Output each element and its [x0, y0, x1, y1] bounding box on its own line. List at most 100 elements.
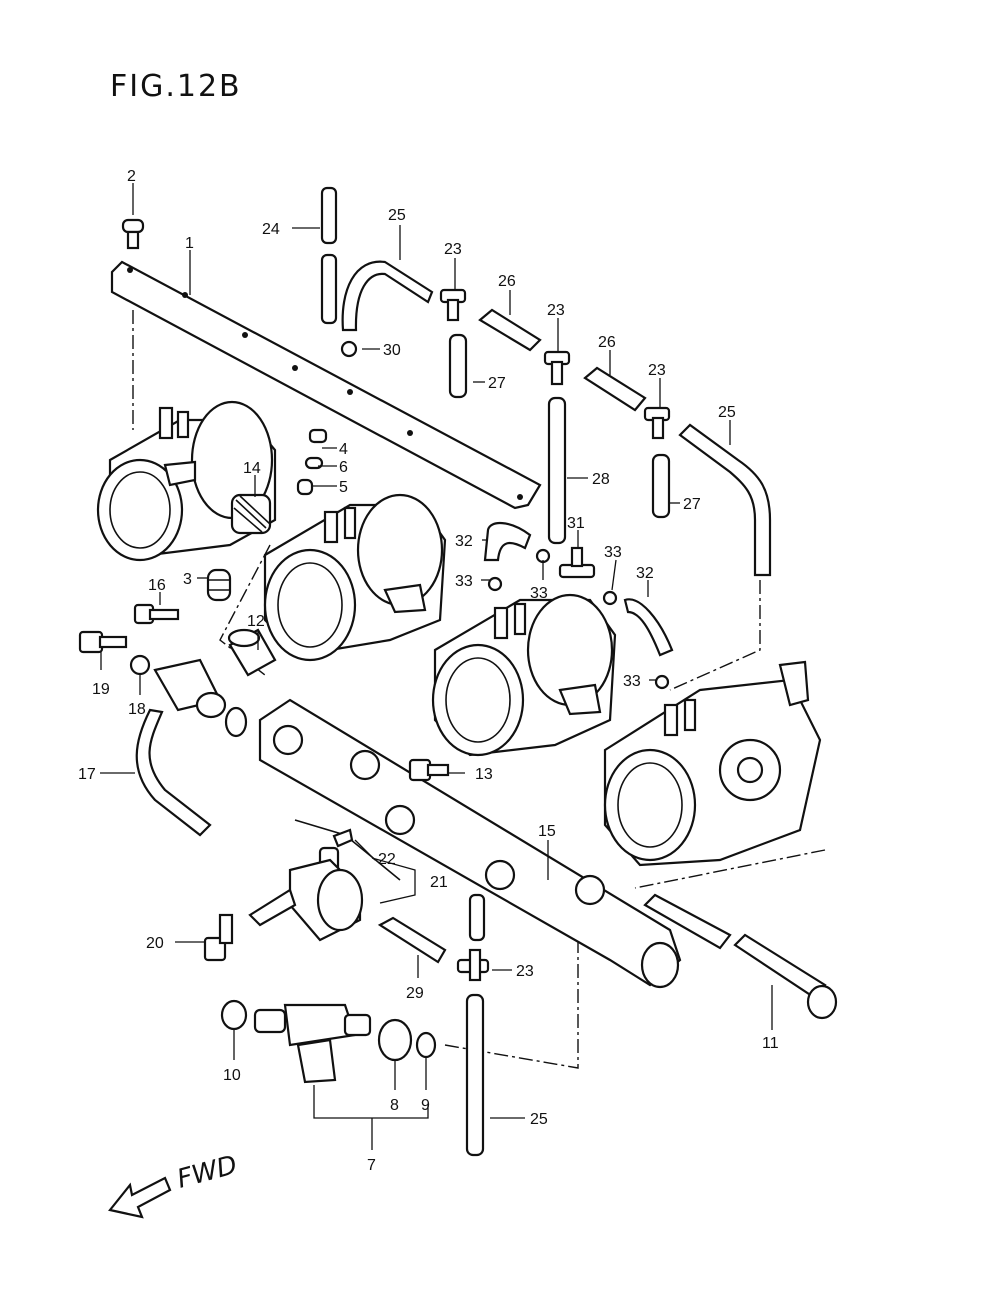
part-10-seal	[220, 999, 248, 1031]
part-23-fitting	[456, 948, 490, 982]
o-ring	[224, 706, 248, 738]
callout-21: 21	[430, 874, 448, 891]
part-22-ring	[332, 828, 354, 848]
throttle-body-4	[603, 660, 822, 867]
part-26-hose	[583, 366, 647, 412]
part-12-collar	[227, 628, 277, 677]
part-16-bolt	[133, 603, 180, 625]
callout-28: 28	[592, 471, 610, 488]
part-1-bracket	[110, 260, 542, 510]
callout-20: 20	[146, 935, 164, 952]
part-23-fitting	[439, 288, 467, 322]
callout-6: 6	[339, 459, 348, 476]
callout-23: 23	[444, 241, 462, 258]
part-27-hose	[448, 333, 468, 399]
callout-33: 33	[530, 585, 548, 602]
part-26-hose	[478, 308, 542, 352]
callout-7: 7	[367, 1157, 376, 1174]
callout-27: 27	[488, 375, 506, 392]
part-11-bolt	[643, 893, 838, 1020]
part-8-cap	[377, 1018, 413, 1062]
callout-8: 8	[390, 1097, 399, 1114]
hose-segment	[468, 893, 486, 942]
figure-title: FIG.12B	[110, 69, 242, 104]
callout-18: 18	[128, 701, 146, 718]
part-29-hose	[377, 916, 447, 964]
leader-lines	[100, 183, 773, 1150]
part-17-pipe	[135, 658, 248, 837]
part-14-spring	[230, 493, 272, 535]
callout-32: 32	[636, 565, 654, 582]
callout-14: 14	[243, 460, 261, 477]
callout-25: 25	[388, 207, 406, 224]
callout-10: 10	[223, 1067, 241, 1084]
callout-25: 25	[530, 1111, 548, 1128]
part-25-hose	[341, 260, 434, 332]
part-13-bolt	[408, 758, 450, 782]
assembly-line	[669, 580, 761, 691]
callout-25: 25	[718, 404, 736, 421]
part-33-clip	[487, 576, 503, 592]
part-3-spring	[206, 568, 232, 602]
throttle-body-3	[431, 593, 617, 757]
callout-29: 29	[406, 985, 424, 1002]
part-33-clip	[654, 674, 670, 690]
part-33-clip	[602, 590, 618, 606]
part-21-regulator	[248, 846, 364, 942]
callout-27: 27	[683, 496, 701, 513]
part-27-hose	[651, 453, 671, 519]
fwd-label: FWD	[174, 1150, 240, 1195]
throttle-body-2	[263, 493, 447, 662]
throttle-body-1	[96, 400, 277, 562]
callout-13: 13	[475, 766, 493, 783]
callout-12: 12	[247, 613, 265, 630]
callout-17: 17	[78, 766, 96, 783]
part-18-washer	[129, 654, 151, 676]
callout-23: 23	[547, 302, 565, 319]
part-20-bolt	[203, 913, 234, 962]
callout-31: 31	[567, 515, 585, 532]
part-30-clip	[340, 340, 358, 358]
part-23-fitting	[543, 350, 571, 386]
part-24-hose	[320, 186, 338, 325]
part-2-screw	[121, 218, 145, 250]
callout-1: 1	[185, 235, 194, 252]
part-25-hose	[465, 993, 485, 1157]
assembly-line	[444, 940, 579, 1069]
callout-2: 2	[127, 168, 136, 185]
callout-3: 3	[183, 571, 192, 588]
callout-22: 22	[378, 851, 396, 868]
part-15-fuel-rail	[258, 698, 682, 989]
callout-33: 33	[623, 673, 641, 690]
part-23-fitting	[643, 406, 671, 440]
callout-30: 30	[383, 342, 401, 359]
callout-23: 23	[648, 362, 666, 379]
part-25-hose	[678, 423, 772, 577]
callout-4: 4	[339, 441, 348, 458]
part-9-o-ring	[415, 1031, 437, 1059]
callout-16: 16	[148, 577, 166, 594]
assembly-line	[634, 849, 826, 889]
callout-33: 33	[455, 573, 473, 590]
part-19-bolt	[78, 630, 128, 654]
callout-24: 24	[262, 221, 280, 238]
callout-32: 32	[455, 533, 473, 550]
callout-33: 33	[604, 544, 622, 561]
callout-26: 26	[498, 273, 516, 290]
part-28-hose	[547, 396, 567, 545]
callout-11: 11	[762, 1035, 779, 1052]
callout-26: 26	[598, 334, 616, 351]
fwd-arrow-icon	[108, 1176, 172, 1219]
callout-labels: 2 1 24 25 23 26 23 26 23 25 30 27 28 27 …	[78, 168, 779, 1174]
part-32-hose	[623, 598, 674, 657]
callout-9: 9	[421, 1097, 430, 1114]
parts-4-5-6	[296, 428, 328, 496]
part-32-hose	[483, 522, 532, 562]
part-31-fitting	[558, 546, 596, 579]
callout-19: 19	[92, 681, 110, 698]
callout-15: 15	[538, 823, 556, 840]
part-7-injector	[220, 999, 437, 1084]
callout-5: 5	[339, 479, 348, 496]
callout-23: 23	[516, 963, 534, 980]
